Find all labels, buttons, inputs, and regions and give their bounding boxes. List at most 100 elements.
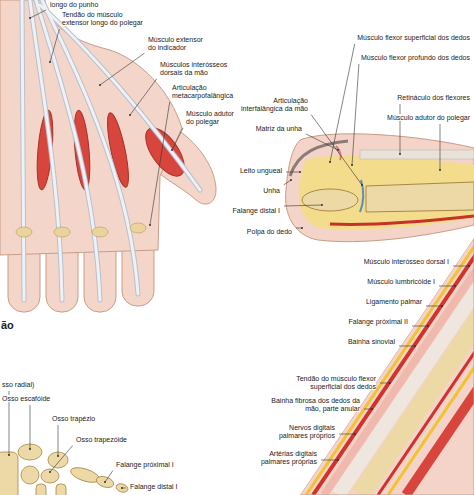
leader-line [380, 383, 390, 384]
part-label: Falange próximal I [116, 461, 174, 468]
part-label: Retináculo dos flexores [397, 94, 470, 101]
leader-line [306, 134, 338, 150]
part-label: Bainha sinovial [348, 338, 395, 345]
label-box: Retináculo dos flexores [330, 94, 470, 102]
label-box: Tendão do músculo flexor superficial dos… [286, 375, 376, 391]
leader-line [439, 286, 455, 287]
leader-line [122, 488, 126, 489]
part-label: Músculo flexor profundo dos dedos [361, 54, 470, 61]
label-box: Músculo adutor do polegar [186, 110, 236, 126]
leader-dot [104, 481, 106, 483]
part-label: Músculo lumbricóide I [367, 278, 435, 285]
label-box: Músculo flexor superficial dos dedos [320, 34, 470, 42]
leader-dot [439, 169, 441, 171]
thumb-section [286, 134, 474, 242]
label-box: Falange próximal I [116, 461, 186, 469]
label-box: Músculo flexor profundo dos dedos [320, 54, 470, 62]
leader-line [400, 104, 401, 154]
leader-line [339, 434, 355, 435]
label-box: Osso escafóide [2, 395, 62, 403]
part-label: Músculo extensor do indicador [148, 36, 203, 51]
leader-dot [399, 153, 401, 155]
label-box: Polpa do dedo [234, 228, 292, 236]
leader-line [311, 115, 362, 185]
leader-line [50, 446, 73, 473]
leader-line [296, 228, 302, 229]
part-label: Tendão do músculo extensor longo do pole… [62, 11, 143, 26]
part-label: Unha [263, 187, 280, 194]
label-box: Músculo adutor do polegar [330, 114, 470, 122]
leader-dot [337, 149, 339, 151]
leader-dot [361, 184, 363, 186]
label-box: Articulação metacarpofalângica [172, 84, 234, 100]
leader-line [30, 405, 31, 449]
leader-dot [441, 305, 443, 307]
part-label: Tendão do músculo flexor superficial dos… [296, 375, 376, 390]
leader-dot [49, 61, 51, 63]
leader-line [284, 205, 322, 206]
label-box: Falange próximal II [328, 318, 408, 326]
part-label: longo do punho [50, 1, 98, 8]
part-label: Falange próximal II [348, 318, 408, 325]
part-label: Osso trapézio [52, 415, 95, 422]
part-label: Artérias digitais palmares próprias [261, 450, 317, 465]
leader-line [352, 64, 359, 165]
label-box: Osso trapézio [52, 415, 107, 423]
leader-line [426, 306, 442, 307]
label-box: Falange distal I [130, 483, 192, 491]
leader-dot [454, 285, 456, 287]
label-box: Nervos digitais palmares próprios [265, 424, 335, 440]
part-label: ão [1, 319, 14, 331]
part-label: Ligamento palmar [366, 298, 422, 305]
leader-line [284, 180, 291, 185]
label-box: Bainha sinovial [325, 338, 395, 346]
leader-dot [337, 459, 339, 461]
leader-line [330, 44, 355, 162]
leader-line [412, 326, 428, 327]
part-label: Músculo adutor do polegar [387, 114, 470, 121]
part-label: Músculo flexor superficial dos dedos [357, 34, 470, 41]
leader-line [30, 10, 46, 18]
leader-line [172, 128, 183, 150]
leader-line [100, 53, 144, 85]
part-label: Músculo interósseo dorsal I [364, 258, 449, 265]
leader-dot [468, 265, 470, 267]
label-box: Leito ungueal [226, 167, 282, 175]
part-label: Falange distal I [233, 207, 280, 214]
label-box: Músculo interósseo dorsal I [349, 258, 449, 266]
label-box: Músculos interósseos dorsais da mão [160, 61, 232, 77]
leader-dot [129, 114, 131, 116]
leader-dot [301, 227, 303, 229]
leader-dot [171, 149, 173, 151]
finger-section [300, 238, 474, 495]
part-label: sso radial) [2, 381, 34, 388]
part-label: Articulação metacarpofalângica [172, 84, 233, 99]
label-box: Falange distal I [222, 207, 280, 215]
part-label: Músculo adutor do polegar [186, 110, 234, 125]
label-box: Unha [250, 187, 280, 195]
leader-line [105, 471, 113, 482]
label-box: Artérias digitais palmares próprias [245, 450, 317, 466]
leader-dot [29, 448, 31, 450]
leader-line [321, 460, 338, 461]
leader-dot [121, 487, 123, 489]
leader-line [286, 172, 300, 173]
leader-line [150, 102, 170, 225]
leader-dot [290, 179, 292, 181]
label-box: sso radial) [2, 381, 62, 389]
part-label: Polpa do dedo [247, 228, 292, 235]
leader-dot [414, 345, 416, 347]
label-box: Bainha fibrosa dos dedos da mão, parte a… [268, 397, 360, 413]
leader-dot [354, 433, 356, 435]
dorsal-hand [0, 0, 216, 312]
part-label: Osso trapezóide [76, 436, 127, 443]
leader-line [440, 124, 441, 170]
leader-dot [329, 161, 331, 163]
label-box: ão [1, 319, 31, 332]
label-box: Músculo lumbricóide I [345, 278, 435, 286]
part-label: Matriz da unha [256, 125, 302, 132]
part-label: Nervos digitais palmares próprios [279, 424, 335, 439]
label-box: Articulação interfalângica da mão [240, 97, 308, 113]
hand-bones [0, 444, 129, 495]
part-label: Falange distal I [130, 483, 177, 490]
